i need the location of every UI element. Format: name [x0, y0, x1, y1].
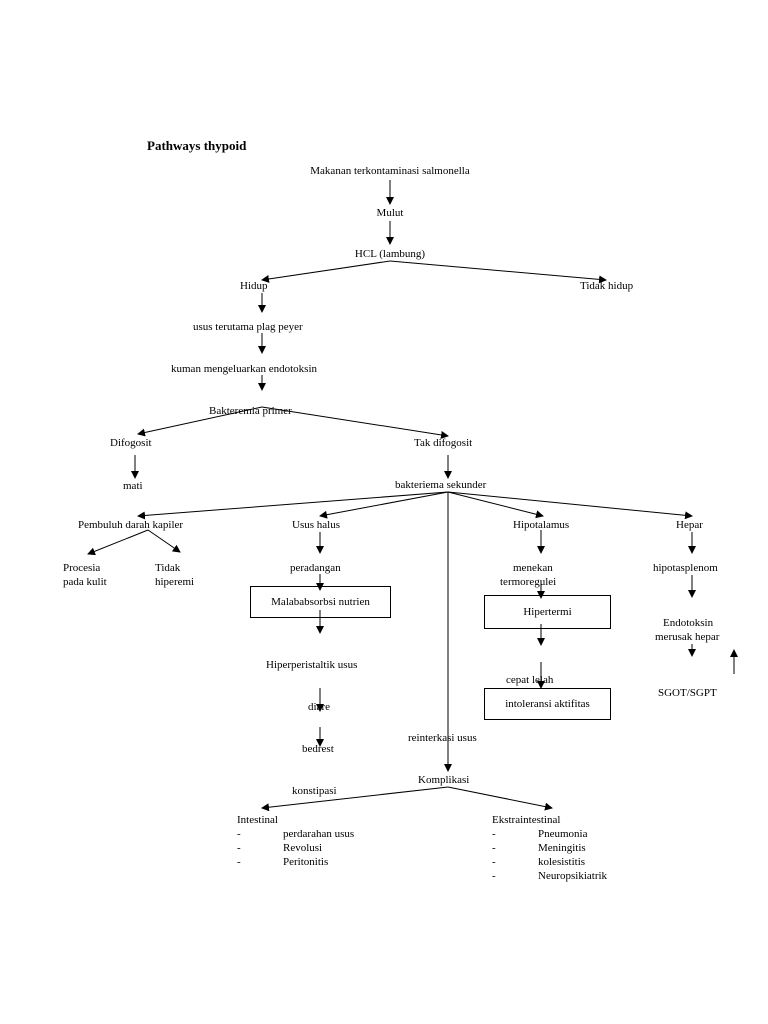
node-tidak-hidup: Tidak hidup: [580, 280, 634, 292]
node-hipotalamus: Hipotalamus: [513, 519, 570, 531]
arrow-bakteremia-tak-difogosit: [261, 406, 449, 439]
node-hipotasplenom: hipotasplenom: [653, 562, 718, 574]
arrow-sekunder-pembuluh: [137, 491, 449, 520]
node-procesia-line2: pada kulit: [63, 576, 107, 588]
box-malababsorbsi: Malababsorbsi nutrien: [250, 586, 391, 618]
node-hiperperistaltik: Hiperperistaltik usus: [266, 659, 358, 671]
node-difogosit: Difogosit: [110, 437, 152, 449]
list-item-text: Pneumonia: [538, 828, 588, 840]
list-marker: -: [492, 842, 496, 854]
diagram-title: Pathways thypoid: [147, 138, 247, 153]
node-tak-difogosit: Tak difogosit: [414, 437, 473, 449]
list-item-text: kolesistitis: [538, 856, 586, 868]
list-intestinal: - perdarahan usus - Revolusi - Peritonit…: [237, 827, 417, 869]
node-makanan: Makanan terkontaminasi salmonella: [310, 165, 470, 177]
arrow-pembuluh-procesia: [87, 529, 149, 556]
arrow-sekunder-usus-halus: [319, 491, 449, 519]
list-item: - Revolusi: [237, 841, 417, 855]
heading-intestinal: Intestinal: [237, 814, 278, 826]
node-tidak-hiperemi-line1: Tidak: [155, 562, 181, 574]
arrow-hcl-hidup: [261, 260, 391, 283]
list-marker: -: [492, 828, 496, 840]
list-item-text: Peritonitis: [283, 856, 329, 868]
node-diare: diare: [308, 701, 330, 713]
list-item-text: Neuropsikiatrik: [538, 870, 608, 882]
list-item: - kolesistitis: [492, 855, 672, 869]
node-procesia-line1: Procesia: [63, 562, 101, 574]
list-marker: -: [237, 828, 241, 840]
box-intoleransi-label: intoleransi aktifitas: [505, 697, 590, 710]
list-item-text: Revolusi: [283, 842, 323, 854]
list-item: - Meningitis: [492, 841, 672, 855]
node-hepar: Hepar: [676, 519, 703, 531]
node-usus-plag-peyer: usus terutama plag peyer: [193, 321, 303, 333]
node-pembuluh-darah: Pembuluh darah kapiler: [78, 519, 184, 531]
box-hipertermi: Hipertermi: [484, 595, 611, 629]
node-mulut: Mulut: [376, 207, 404, 219]
list-marker: -: [237, 842, 241, 854]
node-peradangan: peradangan: [290, 562, 341, 574]
list-item-text: Meningitis: [538, 842, 586, 854]
node-bakteriema-sekunder: bakteriema sekunder: [395, 479, 487, 491]
box-malababsorbsi-label: Malababsorbsi nutrien: [271, 595, 370, 608]
list-item-text: perdarahan usus: [283, 828, 355, 840]
arrow-bakteremia-difogosit: [137, 406, 263, 437]
node-hcl: HCL (lambung): [354, 248, 426, 260]
node-bakteremia-primer: Bakteremia primer: [209, 405, 292, 417]
node-menekan-line2: termoregulei: [500, 576, 557, 588]
node-cepat-lelah: cepat lelah: [506, 674, 554, 686]
arrow-sekunder-hepar: [447, 491, 693, 520]
heading-ekstraintestinal: Ekstraintestinal: [492, 814, 561, 826]
node-bedrest: bedrest: [302, 743, 334, 755]
list-item: - perdarahan usus: [237, 827, 417, 841]
node-reinterkasi: reinterkasi usus: [408, 732, 477, 744]
node-mati: mati: [123, 480, 143, 492]
node-tidak-hiperemi-line2: hiperemi: [155, 576, 195, 588]
list-item: - Neuropsikiatrik: [492, 869, 672, 883]
list-marker: -: [492, 870, 496, 882]
arrow-komplikasi-ekstraintestinal: [447, 786, 553, 811]
node-endotoksin-line1: Endotoksin: [663, 617, 714, 629]
node-sgot-sgpt: SGOT/SGPT: [658, 687, 717, 699]
box-hipertermi-label: Hipertermi: [523, 605, 572, 618]
arrow-komplikasi-intestinal: [261, 786, 449, 812]
box-intoleransi: intoleransi aktifitas: [484, 688, 611, 720]
node-menekan-line1: menekan: [513, 562, 553, 574]
arrow-pembuluh-tidak-hiperemi: [147, 529, 181, 553]
node-kuman: kuman mengeluarkan endotoksin: [171, 363, 318, 375]
arrow-hcl-tidak-hidup: [389, 260, 607, 284]
node-endotoksin-line2: merusak hepar: [655, 631, 720, 643]
node-konstipasi: konstipasi: [292, 785, 337, 797]
node-usus-halus: Usus halus: [292, 519, 340, 531]
node-komplikasi: Komplikasi: [418, 774, 470, 786]
list-ekstraintestinal: - Pneumonia - Meningitis - kolesistitis …: [492, 827, 672, 883]
arrow-sekunder-hipotalamus: [447, 491, 544, 519]
list-marker: -: [237, 856, 241, 868]
list-item: - Pneumonia: [492, 827, 672, 841]
list-marker: -: [492, 856, 496, 868]
list-item: - Peritonitis: [237, 855, 417, 869]
node-hidup: Hidup: [240, 280, 268, 292]
